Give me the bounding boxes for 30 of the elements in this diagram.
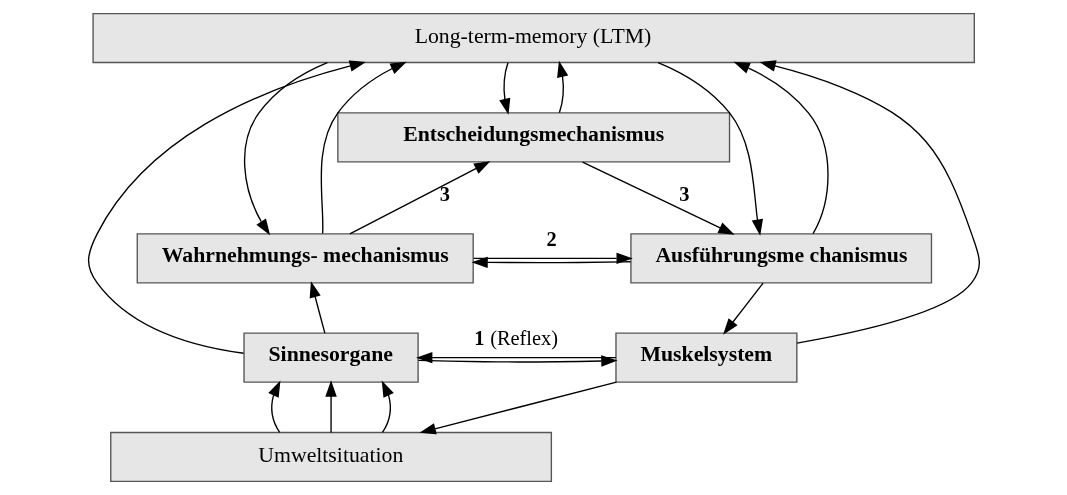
arrow: [348, 161, 490, 235]
arrow: [498, 62, 510, 115]
edge-label: 3: [439, 183, 450, 206]
arrow: [415, 351, 617, 364]
node-box: Ausführungsme chanismus: [629, 233, 932, 284]
arrow: [722, 282, 764, 335]
arrow: [556, 60, 568, 114]
node-box: Sinnesorgane: [242, 332, 419, 383]
node-box: Wahrnehmungs- mechanismus: [136, 233, 474, 284]
arrow: [581, 161, 735, 235]
arrow: [758, 60, 980, 344]
arrow: [419, 381, 617, 435]
arrow: [470, 256, 631, 269]
arrow: [417, 355, 618, 367]
arrow: [324, 380, 337, 434]
arrow: [732, 61, 829, 235]
arrow: [320, 61, 407, 235]
node-box: Muskelsystem: [614, 332, 797, 383]
edge-label: 2: [546, 228, 557, 251]
edge-label: 1 (Reflex): [473, 327, 558, 350]
arrow: [656, 61, 763, 236]
node-box: Umweltsituation: [109, 431, 552, 483]
arrow: [309, 281, 326, 334]
arrow: [87, 60, 366, 354]
node-box: Long-term-memory (LTM): [91, 12, 975, 64]
arrow: [243, 61, 328, 236]
arrow: [381, 380, 394, 434]
edge-label: 3: [678, 183, 689, 206]
node-box: Entscheidungsmechanismus: [336, 112, 730, 163]
arrow: [267, 380, 280, 434]
